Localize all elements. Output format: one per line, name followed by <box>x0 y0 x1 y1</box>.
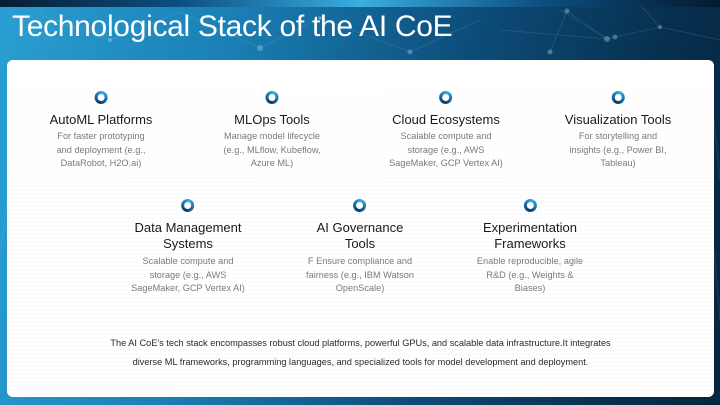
ring-icon <box>94 91 108 104</box>
item-title-line: Systems <box>163 236 213 251</box>
stack-item-experimentation-frameworks: Experimentation Frameworks Enable reprod… <box>477 199 583 296</box>
slide-title: Technological Stack of the AI CoE <box>12 10 453 43</box>
item-title-line: Experimentation <box>483 220 577 235</box>
item-title: MLOps Tools <box>234 112 310 127</box>
item-title-line: Tools <box>344 236 376 251</box>
item-desc-line: Enable reproducible, agile <box>476 256 584 266</box>
item-desc-line: For faster prototyping <box>57 131 145 141</box>
item-desc-line: Scalable compute and <box>400 131 492 141</box>
item-desc-line: F Ensure compliance and <box>307 256 413 266</box>
item-desc-line: DataRobot, H2O.ai) <box>60 158 142 168</box>
ring-icon <box>523 199 537 212</box>
ring-icon <box>439 91 453 104</box>
item-desc-line: Tableau) <box>600 158 636 168</box>
item-desc-line: R&D (e.g., Weights & <box>486 269 574 280</box>
item-title: Visualization Tools <box>564 112 672 127</box>
summary-line: diverse ML frameworks, programming langu… <box>132 357 589 367</box>
item-desc-line: fairness (e.g., IBM Watson <box>306 269 414 280</box>
item-desc-line: storage (e.g., AWS <box>149 269 227 280</box>
item-desc-line: SageMaker, GCP Vertex AI) <box>389 158 503 168</box>
stack-item-data-management-systems: Data Management Systems Scalable compute… <box>131 199 245 296</box>
item-desc-line: Azure ML) <box>250 158 294 168</box>
summary-paragraph: The AI CoE's tech stack encompasses robu… <box>7 334 714 372</box>
ring-icon <box>181 199 195 212</box>
ring-icon <box>611 91 625 104</box>
stack-item-automl-platforms: AutoML Platforms For faster prototyping … <box>49 91 153 171</box>
item-desc-line: Scalable compute and <box>142 256 234 266</box>
item-desc-line: OpenScale) <box>335 283 385 293</box>
item-desc-line: storage (e.g., AWS <box>407 144 485 155</box>
ring-icon <box>353 199 367 212</box>
stack-item-visualization-tools: Visualization Tools For storytelling and… <box>565 91 671 171</box>
item-desc-line: and deployment (e.g., <box>56 144 146 155</box>
card-overlay <box>7 60 714 397</box>
item-desc-line: insights (e.g., Power BI, <box>569 144 667 155</box>
item-title-line: Frameworks <box>494 236 566 251</box>
stack-item-cloud-ecosystems: Cloud Ecosystems Scalable compute and st… <box>389 91 503 171</box>
item-desc-line: SageMaker, GCP Vertex AI) <box>131 283 245 293</box>
item-desc-line: Manage model lifecycle <box>223 131 320 141</box>
item-title-line: AI Governance <box>316 220 404 235</box>
content-card <box>7 60 714 397</box>
stack-item-ai-governance-tools: AI Governance Tools F Ensure compliance … <box>306 199 414 296</box>
ring-icon <box>265 91 279 104</box>
item-title-line: Data Management <box>134 220 242 235</box>
item-desc-line: Biases) <box>514 283 546 293</box>
stack-item-mlops-tools: MLOps Tools Manage model lifecycle (e.g.… <box>223 91 321 171</box>
item-desc-line: For storytelling and <box>578 131 658 141</box>
summary-line: The AI CoE's tech stack encompasses robu… <box>110 338 611 348</box>
item-title: AutoML Platforms <box>49 112 153 127</box>
item-desc-line: (e.g., MLflow, Kubeflow, <box>223 144 321 155</box>
top-accent-strip <box>0 0 720 7</box>
item-title: Cloud Ecosystems <box>392 112 500 127</box>
